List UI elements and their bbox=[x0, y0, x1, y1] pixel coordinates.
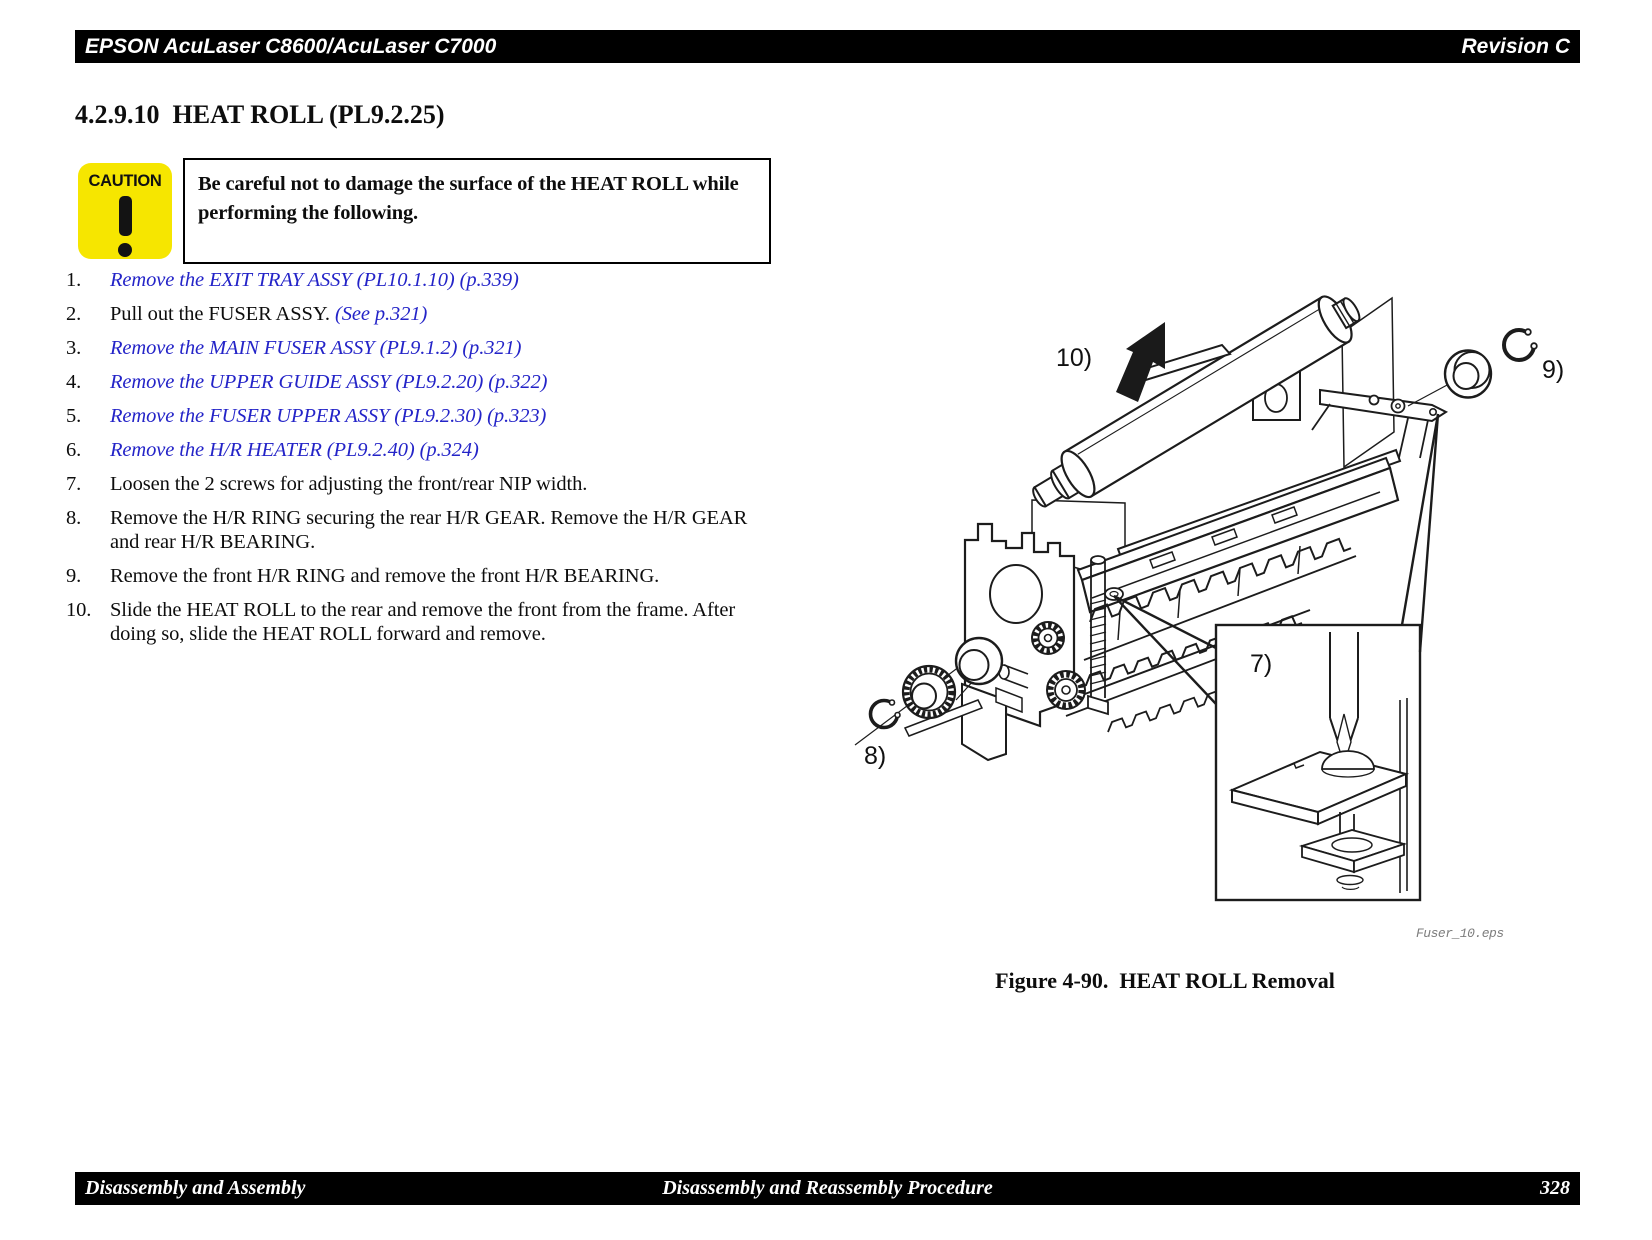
caution-box: Be careful not to damage the surface of … bbox=[183, 158, 771, 264]
step-number: 3. bbox=[66, 337, 82, 359]
screw-head-dome bbox=[1321, 750, 1375, 770]
footer-center: Disassembly and Reassembly Procedure bbox=[662, 1177, 993, 1199]
step-item: 4. Remove the UPPER GUIDE ASSY (PL9.2.20)… bbox=[66, 370, 772, 394]
label-9: 9) bbox=[1542, 356, 1564, 384]
step-text: Remove the EXIT TRAY ASSY (PL10.1.10) (p… bbox=[110, 268, 772, 292]
step-text-segment: Pull out the FUSER ASSY. bbox=[110, 303, 335, 325]
footer-bar: Disassembly and Reassembly Procedure Dis… bbox=[75, 1172, 1580, 1205]
step-number: 8. bbox=[66, 507, 82, 529]
figure-filename: Fuser_10.eps bbox=[1416, 926, 1504, 941]
caution-icon: CAUTION bbox=[78, 163, 172, 259]
step-number: 1. bbox=[66, 269, 82, 291]
step-number: 9. bbox=[66, 565, 82, 587]
step-item: 8. Remove the H/R RING securing the rear … bbox=[66, 506, 772, 554]
step-text: Remove the UPPER GUIDE ASSY (PL9.2.20) (… bbox=[110, 370, 772, 394]
heat-roll bbox=[1032, 295, 1361, 508]
front-bearing-group bbox=[868, 636, 1004, 730]
step-cross-reference-link[interactable]: (See p.321) bbox=[334, 303, 428, 325]
header-bar: EPSON AcuLaser C8600/AcuLaser C7000 Revi… bbox=[75, 30, 1580, 63]
step-cross-reference-link[interactable]: Remove the EXIT TRAY ASSY (PL10.1.10) (p… bbox=[110, 269, 519, 291]
step-item: 6. Remove the H/R HEATER (PL9.2.40) (p.32… bbox=[66, 438, 772, 462]
nip-screw-bracket bbox=[1228, 750, 1410, 890]
exclamation-dot-icon bbox=[118, 243, 132, 257]
step-item: 3. Remove the MAIN FUSER ASSY (PL9.1.2) (… bbox=[66, 336, 772, 360]
label-10: 10) bbox=[1056, 344, 1092, 372]
inset-leader-lines bbox=[1104, 413, 1440, 705]
leader-line-9 bbox=[1407, 383, 1450, 407]
removal-arrow bbox=[1116, 322, 1232, 402]
exclamation-icon bbox=[118, 196, 132, 236]
step-number: 2. bbox=[66, 303, 82, 325]
step-item: 7. Loosen the 2 screws for adjusting the … bbox=[66, 472, 772, 496]
step-text-segment: Remove the front H/R RING and remove the… bbox=[110, 565, 660, 587]
step-text: Slide the HEAT ROLL to the rear and remo… bbox=[110, 598, 772, 646]
footer-page-number: 328 bbox=[1540, 1177, 1570, 1199]
step-number: 10. bbox=[66, 599, 92, 621]
step-item: 5. Remove the FUSER UPPER ASSY (PL9.2.30)… bbox=[66, 404, 772, 428]
step-item: 2. Pull out the FUSER ASSY. (See p.321) bbox=[66, 302, 772, 326]
step-item: 1. Remove the EXIT TRAY ASSY (PL10.1.10) … bbox=[66, 268, 772, 292]
step-number: 5. bbox=[66, 405, 82, 427]
detail-inset bbox=[1214, 623, 1422, 902]
label-7: 7) bbox=[1250, 650, 1272, 678]
step-text: Remove the MAIN FUSER ASSY (PL9.1.2) (p.… bbox=[110, 336, 772, 360]
step-cross-reference-link[interactable]: Remove the UPPER GUIDE ASSY (PL9.2.20) (… bbox=[110, 371, 548, 393]
caution-label: CAUTION bbox=[88, 172, 162, 190]
header-title: EPSON AcuLaser C8600/AcuLaser C7000 bbox=[85, 34, 497, 58]
step-item: 10. Slide the HEAT ROLL to the rear and r… bbox=[66, 598, 772, 646]
step-cross-reference-link[interactable]: Remove the FUSER UPPER ASSY (PL9.2.30) (… bbox=[110, 405, 547, 427]
step-cross-reference-link[interactable]: Remove the MAIN FUSER ASSY (PL9.1.2) (p.… bbox=[110, 337, 522, 359]
steps-list: 1. Remove the EXIT TRAY ASSY (PL10.1.10) … bbox=[66, 268, 772, 656]
step-text: Remove the FUSER UPPER ASSY (PL9.2.30) (… bbox=[110, 404, 772, 428]
step-text: Remove the H/R HEATER (PL9.2.40) (p.324) bbox=[110, 438, 772, 462]
step-text-segment: Loosen the 2 screws for adjusting the fr… bbox=[110, 473, 588, 495]
step-number: 6. bbox=[66, 439, 82, 461]
step-text: Loosen the 2 screws for adjusting the fr… bbox=[110, 472, 772, 496]
footer-left: Disassembly and Assembly bbox=[85, 1177, 306, 1199]
section-title: 4.2.9.10 HEAT ROLL (PL9.2.25) bbox=[75, 100, 445, 129]
label-8: 8) bbox=[864, 742, 886, 770]
step-text-segment: Remove the H/R RING securing the rear H/… bbox=[110, 507, 748, 553]
fuser-frame bbox=[1057, 448, 1402, 733]
step-text: Remove the H/R RING securing the rear H/… bbox=[110, 506, 772, 554]
step-text: Pull out the FUSER ASSY. (See p.321) bbox=[110, 302, 772, 326]
step-number: 7. bbox=[66, 473, 82, 495]
step-cross-reference-link[interactable]: Remove the H/R HEATER (PL9.2.40) (p.324) bbox=[110, 439, 479, 461]
front-end-plate bbox=[903, 522, 1109, 762]
header-revision: Revision C bbox=[1461, 34, 1570, 58]
step-text-segment: Slide the HEAT ROLL to the rear and remo… bbox=[110, 599, 736, 645]
caution-text: Be careful not to damage the surface of … bbox=[198, 173, 739, 224]
step-number: 4. bbox=[66, 371, 82, 393]
figure-caption: Figure 4-90. HEAT ROLL Removal bbox=[995, 968, 1335, 993]
rear-bearing-group bbox=[1407, 328, 1538, 407]
step-text: Remove the front H/R RING and remove the… bbox=[110, 564, 772, 588]
thread-hatching bbox=[1089, 599, 1107, 685]
step-item: 9. Remove the front H/R RING and remove t… bbox=[66, 564, 772, 588]
